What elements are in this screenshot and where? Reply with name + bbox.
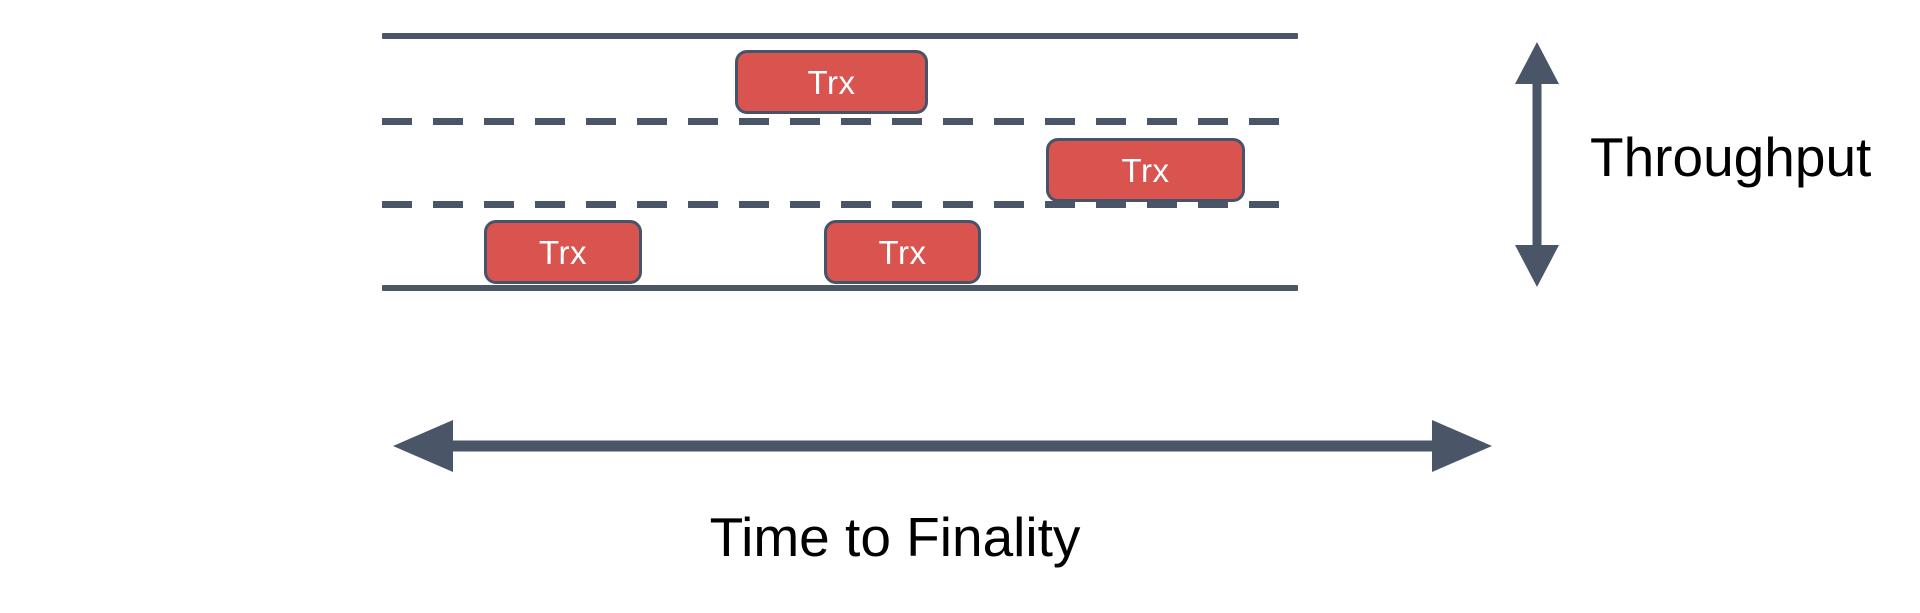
arrow-head-left-icon — [393, 420, 453, 472]
channel-top-boundary-line — [382, 33, 1298, 39]
channel-bottom-boundary-line — [382, 285, 1298, 291]
throughput-axis-label: Throughput — [1590, 126, 1872, 188]
arrow-shaft-vertical — [1532, 78, 1542, 251]
time-to-finality-arrow — [393, 420, 1492, 472]
arrow-head-down-icon — [1515, 245, 1559, 287]
trx-box-4[interactable]: Trx — [824, 220, 981, 284]
trx-box-1-label: Trx — [807, 63, 856, 101]
time-to-finality-axis-label: Time to Finality — [709, 506, 1081, 568]
arrow-head-up-icon — [1515, 42, 1559, 84]
lane-divider-line-2 — [382, 201, 1298, 208]
arrow-head-right-icon — [1432, 420, 1492, 472]
arrow-shaft-horizontal — [445, 440, 1440, 452]
trx-box-3-label: Trx — [539, 233, 587, 271]
trx-box-4-label: Trx — [878, 233, 927, 271]
lane-divider-line-1 — [382, 118, 1298, 125]
trx-box-2[interactable]: Trx — [1046, 138, 1245, 202]
throughput-arrow — [1512, 42, 1562, 287]
trx-box-3[interactable]: Trx — [484, 220, 642, 284]
trx-box-1[interactable]: Trx — [735, 50, 928, 114]
trx-box-2-label: Trx — [1121, 151, 1170, 189]
